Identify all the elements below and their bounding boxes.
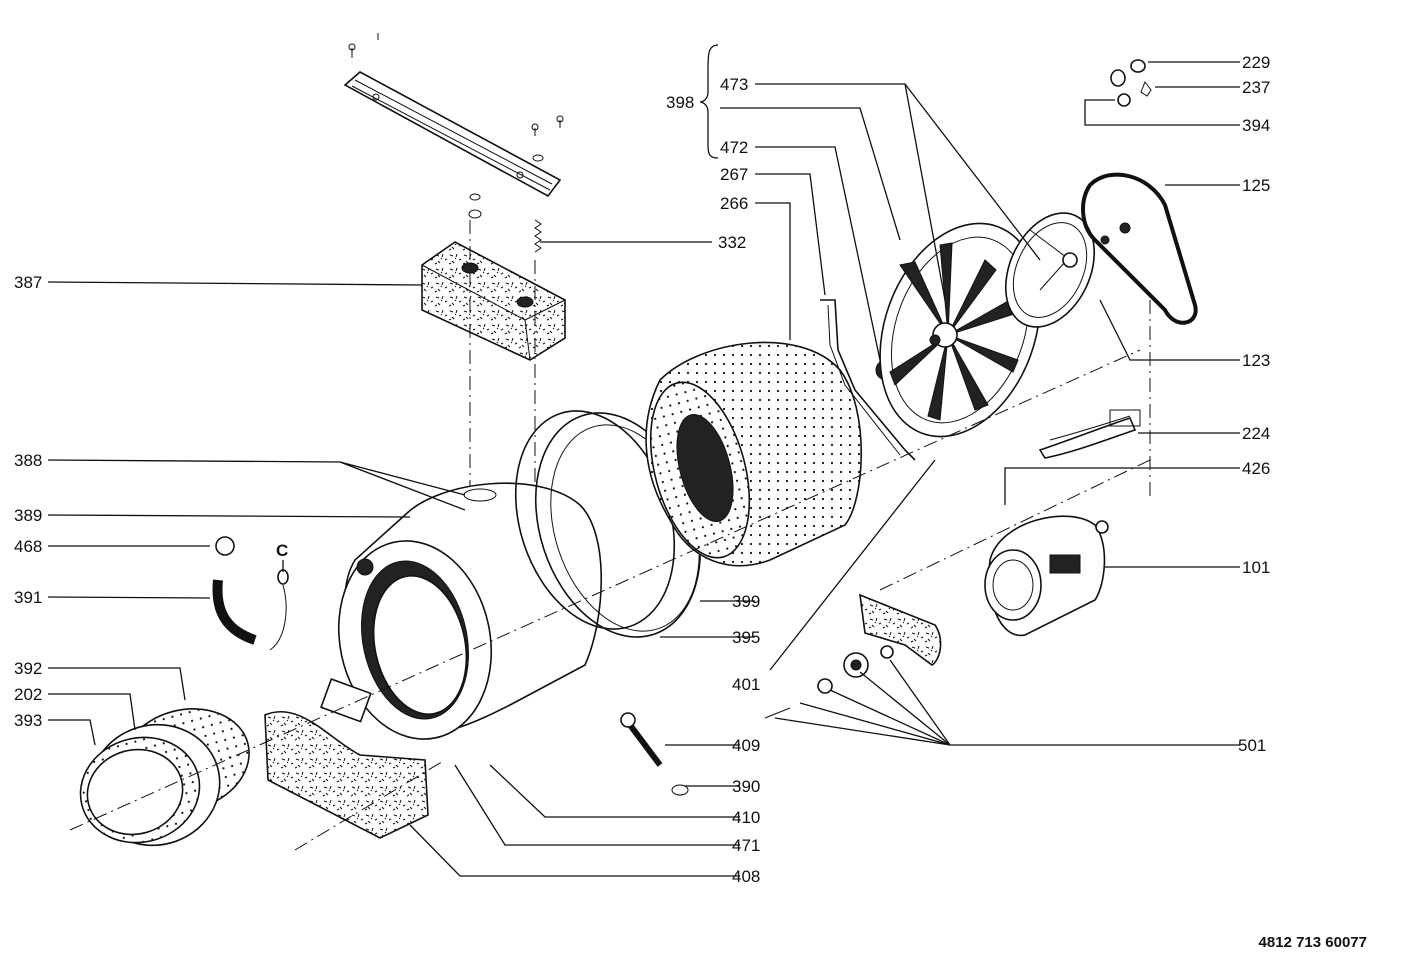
callout-472: 472 bbox=[720, 138, 748, 157]
drum-pulley bbox=[879, 222, 1041, 438]
callout-237: 237 bbox=[1242, 78, 1270, 97]
callout-391: 391 bbox=[14, 588, 42, 607]
door-seal-ring bbox=[79, 708, 250, 847]
callout-468: 468 bbox=[14, 537, 42, 556]
connector-label-c: C bbox=[276, 541, 288, 560]
counterweight-block-bottom bbox=[264, 678, 429, 839]
callout-393: 393 bbox=[14, 711, 42, 730]
callout-408: 408 bbox=[732, 867, 760, 886]
callout-389: 389 bbox=[14, 506, 42, 525]
callout-395: 395 bbox=[732, 628, 760, 647]
drive-belt bbox=[1081, 172, 1198, 325]
motor-pulley-wheel bbox=[1004, 212, 1096, 328]
callout-426: 426 bbox=[1242, 459, 1270, 478]
inner-drum bbox=[645, 341, 863, 567]
callout-473: 473 bbox=[720, 75, 748, 94]
counterweight-block-top bbox=[421, 241, 566, 361]
callout-501: 501 bbox=[1238, 736, 1266, 755]
callout-101: 101 bbox=[1242, 558, 1270, 577]
callout-471: 471 bbox=[732, 836, 760, 855]
callout-labels: 387 388 389 468 391 392 202 393 332 398 … bbox=[14, 53, 1270, 886]
motor bbox=[984, 515, 1109, 637]
callout-332: 332 bbox=[718, 233, 746, 252]
callout-388: 388 bbox=[14, 451, 42, 470]
callout-399: 399 bbox=[732, 592, 760, 611]
leader-lines bbox=[47, 61, 1240, 877]
heating-element bbox=[1038, 409, 1141, 459]
callout-224: 224 bbox=[1242, 424, 1270, 443]
pump-spring bbox=[620, 712, 689, 796]
spring bbox=[534, 219, 542, 253]
tub-front-shell bbox=[337, 482, 603, 740]
callout-398: 398 bbox=[666, 93, 694, 112]
bearing-assembly bbox=[764, 645, 894, 719]
callout-123: 123 bbox=[1242, 351, 1270, 370]
callout-202: 202 bbox=[14, 685, 42, 704]
callout-392: 392 bbox=[14, 659, 42, 678]
callout-229: 229 bbox=[1242, 53, 1270, 72]
group-brace bbox=[699, 44, 719, 159]
top-support-bar bbox=[343, 71, 562, 198]
callout-410: 410 bbox=[732, 808, 760, 827]
screws-top bbox=[348, 33, 564, 219]
callout-387: 387 bbox=[14, 273, 42, 292]
document-number: 4812 713 60077 bbox=[1258, 934, 1367, 951]
callout-267: 267 bbox=[720, 165, 748, 184]
callout-401: 401 bbox=[732, 675, 760, 694]
small-fittings bbox=[1110, 59, 1152, 107]
callout-409: 409 bbox=[732, 736, 760, 755]
callout-390: 390 bbox=[732, 777, 760, 796]
motor-bracket bbox=[859, 593, 942, 666]
callout-394: 394 bbox=[1242, 116, 1270, 135]
callout-125: 125 bbox=[1242, 176, 1270, 195]
callout-266: 266 bbox=[720, 194, 748, 213]
